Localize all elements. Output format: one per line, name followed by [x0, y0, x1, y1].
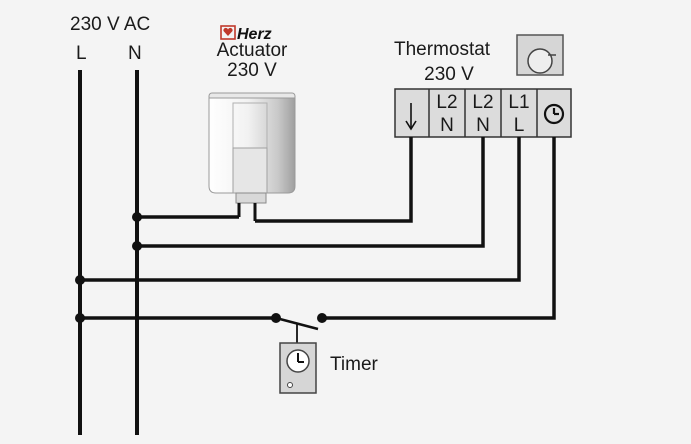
line-label: L	[76, 43, 87, 64]
timer-label: Timer	[330, 354, 378, 375]
thermostat-icon	[516, 34, 564, 76]
herz-logo: Herz	[220, 25, 272, 43]
svg-text:Herz: Herz	[237, 26, 272, 43]
junction-dot	[75, 275, 85, 285]
thermostat-voltage: 230 V	[424, 64, 474, 85]
actuator-title: Actuator	[216, 40, 288, 61]
thermostat-terminal-block	[394, 88, 572, 138]
wiring	[80, 137, 556, 343]
junction-dot	[75, 313, 85, 323]
terminal-2-bottom: N	[440, 115, 454, 136]
junction-dot	[132, 241, 142, 251]
terminal-3-bottom: N	[476, 115, 490, 136]
junction-dots	[75, 212, 327, 323]
supply-voltage-label: 230 V AC	[70, 14, 151, 35]
neutral-label: N	[128, 43, 142, 64]
down-arrow-icon	[405, 103, 417, 131]
actuator-device	[208, 92, 296, 204]
switch-contact	[271, 313, 281, 323]
timer-device	[279, 342, 317, 394]
switch-contact	[317, 313, 327, 323]
thermostat-title: Thermostat	[394, 39, 491, 60]
junction-dot	[132, 212, 142, 222]
terminal-4-bottom: L	[514, 115, 525, 136]
terminal-3-top: L2	[472, 92, 493, 113]
terminal-2-top: L2	[436, 92, 457, 113]
actuator-voltage: 230 V	[227, 60, 277, 81]
clock-icon	[543, 103, 565, 125]
terminal-4-top: L1	[508, 92, 529, 113]
